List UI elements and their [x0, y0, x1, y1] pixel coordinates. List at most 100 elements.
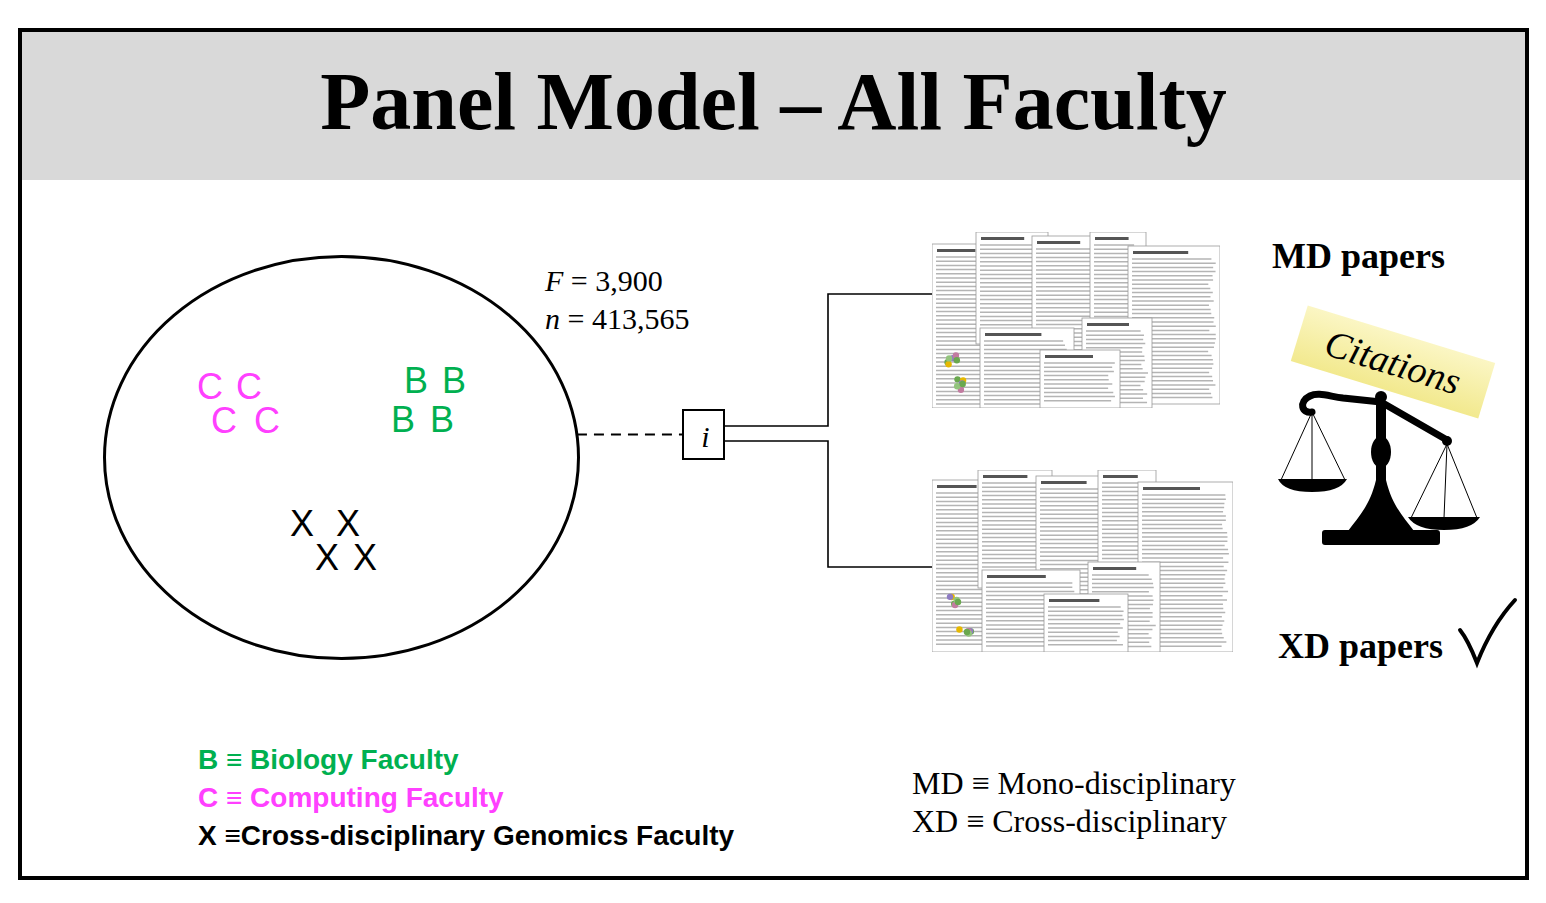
protein-figure: [959, 381, 965, 387]
paper-text-line: [1132, 309, 1211, 311]
node-text: B: [404, 363, 428, 399]
protein-figure: [954, 357, 960, 363]
paper-text-line: [1086, 343, 1145, 345]
paper-text-line: [1132, 279, 1213, 281]
paper-text-line: [1132, 313, 1211, 315]
paper-text-line: [980, 265, 1040, 267]
paper-text-line: [1036, 269, 1095, 271]
paper-text-line: [1048, 623, 1120, 625]
paper-text-line: [1048, 644, 1123, 646]
paper-text-line: [982, 549, 1043, 551]
paper-text-line: [1040, 522, 1101, 524]
paper-text-line: [1044, 392, 1113, 394]
paper-heading-bar: [1045, 355, 1093, 358]
paper-text-line: [1044, 362, 1115, 364]
paper-text-line: [1132, 267, 1213, 269]
legend: B ≡ Biology Faculty C ≡ Computing Faculty…: [198, 741, 734, 855]
paper-text-line: [1040, 509, 1106, 511]
citations-tag: Citations: [1291, 306, 1495, 419]
protein-figure: [964, 629, 970, 635]
frame-border: [20, 30, 1527, 878]
paper-heading-bar: [1143, 487, 1200, 490]
paper-text-line: [1036, 294, 1096, 296]
node-text: X: [336, 506, 360, 542]
paper-text-line: [1142, 519, 1226, 521]
paper-text-line: [1086, 334, 1144, 336]
paper-text-line: [1036, 273, 1095, 275]
protein-figure: [954, 383, 960, 389]
paper-text-line: [1044, 396, 1115, 398]
protein-figure: [946, 355, 952, 361]
paper-text-line: [982, 512, 1042, 514]
paper-text-line: [1044, 379, 1109, 381]
paper-heading-bar: [987, 575, 1046, 578]
paper-text-line: [936, 374, 986, 376]
node-text: X: [315, 540, 339, 576]
paper-text-line: [980, 295, 1038, 297]
paper-text-line: [1132, 271, 1216, 273]
paper-text-line: [1132, 258, 1211, 260]
paper-text-line: [1142, 553, 1229, 555]
paper-text-line: [1044, 383, 1112, 385]
paper-text-line: [982, 533, 1044, 535]
paper-text-line: [1132, 300, 1214, 302]
node-text: C: [254, 403, 280, 439]
paper-collage: [932, 470, 1233, 652]
paper-heading-bar: [937, 249, 975, 252]
legend-text: B ≡ Biology Faculty: [198, 744, 459, 775]
paper-page: [1044, 594, 1128, 652]
paper-text-line: [1092, 591, 1149, 593]
paper-text-line: [1142, 549, 1228, 551]
paper-text-line: [1036, 290, 1098, 292]
paper-text-line: [980, 307, 1038, 309]
paper-text-line: [1036, 265, 1097, 267]
paper-heading-bar: [981, 237, 1024, 240]
paper-text-line: [1036, 252, 1098, 254]
paper-heading-bar: [1041, 481, 1087, 484]
paper-text-line: [1048, 627, 1123, 629]
protein-figure: [955, 599, 961, 605]
paper-heading-bar: [1049, 599, 1099, 602]
paper-text-line: [1048, 636, 1120, 638]
node-text: B: [430, 402, 454, 438]
paper-text-line: [980, 244, 1039, 246]
paper-text-line: [1040, 497, 1106, 499]
scale-beam-right: [1381, 402, 1447, 440]
paper-text-line: [980, 253, 1037, 255]
paper-text-line: [1040, 526, 1103, 528]
paper-text-line: [1048, 606, 1121, 608]
connector-line: [577, 434, 682, 436]
paper-page: [1040, 350, 1120, 408]
paper-text-line: [1040, 530, 1101, 532]
node-text: C: [197, 369, 223, 405]
node-text: B: [391, 402, 415, 438]
legend-entry: C ≡ Computing Faculty: [198, 779, 734, 817]
paper-text-line: [936, 610, 989, 612]
paper-text-line: [1142, 494, 1225, 496]
paper-text-line: [1092, 583, 1153, 585]
paper-text-line: [1036, 286, 1092, 288]
paper-heading-bar: [1133, 251, 1188, 254]
legend-entry: X ≡Cross-disciplinary Genomics Faculty: [198, 817, 734, 855]
scale-base: [1322, 530, 1440, 545]
paper-text-line: [1142, 532, 1227, 534]
paper-text-line: [1036, 311, 1097, 313]
paper-text-line: [1040, 518, 1106, 520]
paper-text-line: [1044, 400, 1111, 402]
paper-text-line: [1142, 515, 1226, 517]
paper-text-line: [982, 528, 1041, 530]
paper-text-line: [982, 491, 1041, 493]
balance-scale: [1278, 391, 1480, 545]
paper-text-line: [1036, 307, 1092, 309]
paper-text-line: [1142, 511, 1223, 513]
node-text: X: [290, 506, 314, 542]
paper-text-line: [1044, 375, 1108, 377]
paper-text-line: [984, 340, 1063, 342]
paper-text-line: [982, 524, 1043, 526]
node-text: B: [442, 363, 466, 399]
paper-text-line: [986, 591, 1074, 593]
paper-text-line: [1040, 513, 1105, 515]
paper-heading-bar: [1103, 475, 1138, 478]
